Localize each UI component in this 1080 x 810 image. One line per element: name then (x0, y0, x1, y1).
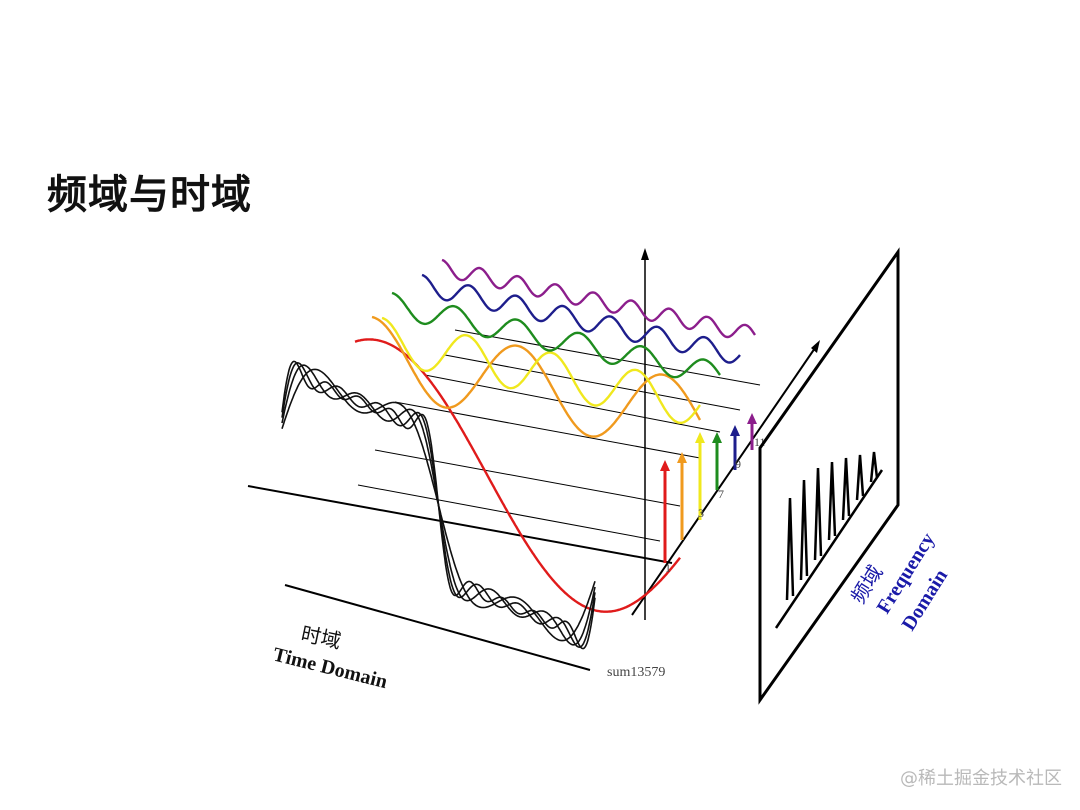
spectrum-arrowhead-3 (677, 452, 687, 463)
spectrum-spike (799, 479, 809, 581)
time-domain-label-cn: 时域 (299, 621, 343, 653)
spectrum-arrowhead-9 (730, 425, 740, 436)
harmonic-waves (354, 258, 756, 613)
harmonic-numbers: 1 3 7 9 11 (665, 435, 766, 575)
harmonic-number: 11 (754, 435, 766, 449)
spectrum-spike (869, 451, 879, 483)
partial-sum-curve (281, 360, 596, 650)
harmonic-wave-1 (354, 338, 681, 613)
harmonic-number: 9 (735, 457, 741, 471)
spectrum-spike (841, 457, 851, 521)
frequency-axis (631, 340, 820, 616)
spectrum-spikes (785, 451, 879, 601)
harmonic-wave-7 (391, 291, 721, 379)
spectrum-spike (785, 497, 795, 601)
harmonic-baseline (444, 354, 741, 411)
harmonic-baseline (454, 329, 761, 386)
spectrum-arrowhead-1 (660, 460, 670, 471)
spectrum-spike (855, 454, 865, 501)
watermark: @稀土掘金技术社区 (900, 768, 1062, 789)
amplitude-axis (641, 248, 649, 620)
spectrum-arrowhead-7 (712, 432, 722, 443)
harmonic-wave-9 (421, 273, 741, 364)
frequency-panel (758, 247, 900, 705)
spectrum-arrowhead-5 (695, 432, 705, 443)
sum-label: sum13579 (607, 665, 665, 680)
harmonic-wave-11 (441, 258, 756, 339)
spectrum-arrows (660, 413, 757, 563)
spectrum-arrowhead-11 (747, 413, 757, 424)
time-axis-line (247, 485, 673, 564)
sum-axis-line (284, 584, 591, 671)
harmonic-number: 3 (698, 506, 704, 520)
spectrum-spike (813, 467, 823, 561)
harmonic-wave-3 (371, 315, 702, 438)
slide-title: 频域与时域 (47, 172, 252, 218)
spectrum-spike (827, 461, 837, 541)
harmonic-baseline (424, 374, 721, 433)
harmonic-wave-5 (381, 316, 701, 424)
harmonic-number: 1 (665, 561, 671, 575)
harmonic-baseline (394, 401, 701, 459)
square-wave-sum (281, 360, 596, 650)
harmonic-baseline (374, 449, 681, 507)
harmonic-number: 7 (718, 487, 724, 501)
